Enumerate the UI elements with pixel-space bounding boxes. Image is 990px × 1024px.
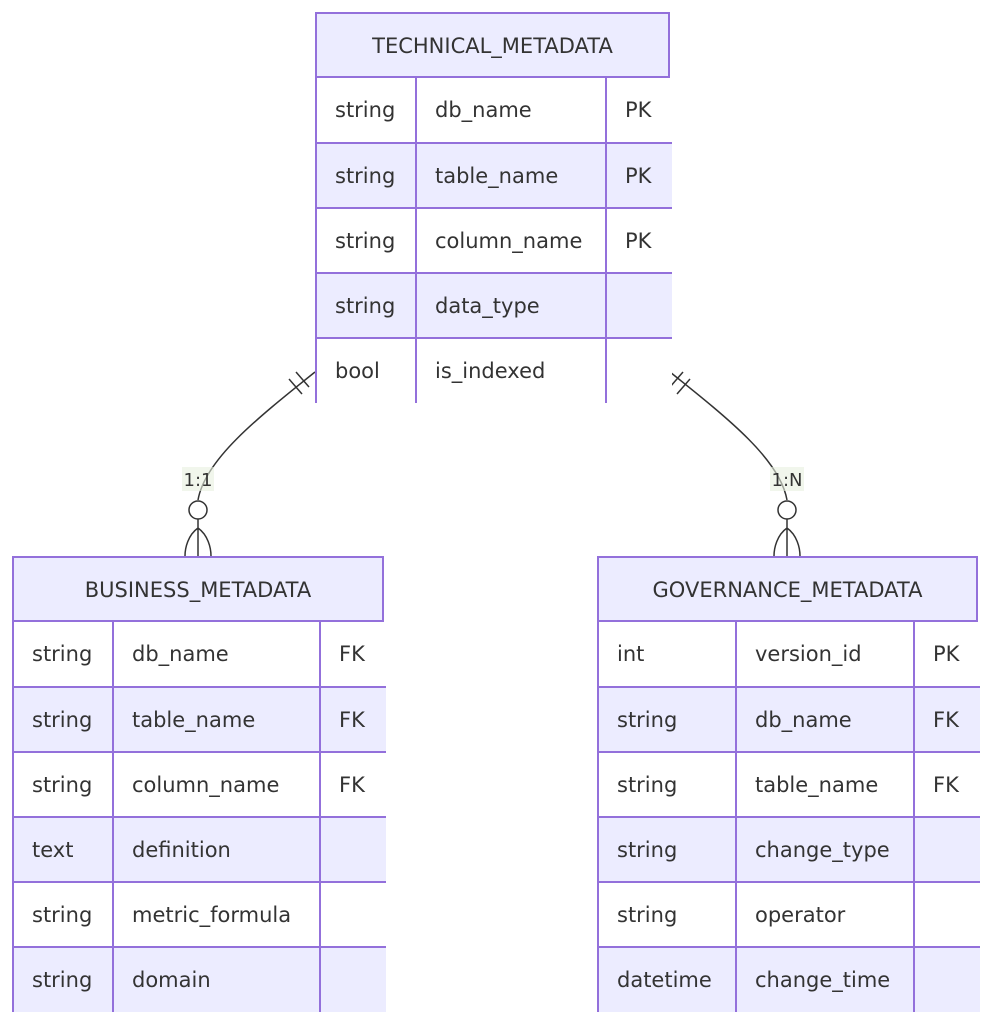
attribute-key	[913, 816, 980, 882]
attribute-name: data_type	[415, 272, 606, 338]
attribute-name: change_type	[735, 816, 914, 882]
attribute-key	[319, 816, 386, 882]
one-marker	[295, 371, 310, 388]
attribute-row: string table_name PK	[317, 142, 672, 208]
attribute-key: PK	[605, 207, 672, 273]
one-marker	[288, 378, 303, 395]
relationship-tech-business: 1:1	[182, 371, 316, 557]
attribute-row: bool is_indexed	[317, 337, 672, 403]
attribute-type: datetime	[599, 946, 736, 1012]
attribute-type: string	[14, 751, 113, 817]
attribute-type: string	[14, 622, 113, 687]
attribute-type: string	[14, 686, 113, 752]
attribute-type: string	[317, 272, 416, 338]
attribute-key: FK	[913, 751, 980, 817]
attribute-name: operator	[735, 881, 914, 947]
one-marker	[669, 371, 684, 388]
attribute-key	[605, 272, 672, 338]
attribute-row: string db_name FK	[599, 686, 980, 752]
attribute-row: string change_type	[599, 816, 980, 882]
attribute-name: column_name	[415, 207, 606, 273]
attribute-type: string	[317, 142, 416, 208]
attribute-name: column_name	[112, 751, 320, 817]
entity-business-metadata[interactable]: BUSINESS_METADATA string db_name FK stri…	[12, 556, 386, 1012]
attribute-row: text definition	[14, 816, 386, 882]
attribute-row: string column_name FK	[14, 751, 386, 817]
attribute-row: datetime change_time	[599, 946, 980, 1012]
attribute-row: string domain	[14, 946, 386, 1012]
entity-title: TECHNICAL_METADATA	[317, 14, 668, 78]
attribute-name: db_name	[735, 686, 914, 752]
attribute-key	[913, 881, 980, 947]
entity-technical-metadata[interactable]: TECHNICAL_METADATA string db_name PK str…	[315, 12, 672, 403]
relationship-label-1to1: 1:1	[184, 470, 213, 491]
entity-governance-metadata[interactable]: GOVERNANCE_METADATA int version_id PK st…	[597, 556, 980, 1012]
attribute-type: bool	[317, 337, 416, 403]
attribute-type: text	[14, 816, 113, 882]
attribute-name: table_name	[415, 142, 606, 208]
attribute-key: PK	[605, 142, 672, 208]
attribute-type: string	[599, 686, 736, 752]
attribute-key	[319, 946, 386, 1012]
attribute-type: string	[599, 881, 736, 947]
attribute-key	[913, 946, 980, 1012]
attribute-row: string metric_formula	[14, 881, 386, 947]
attribute-name: version_id	[735, 622, 914, 687]
attribute-row: string table_name FK	[599, 751, 980, 817]
attribute-key	[605, 337, 672, 403]
attribute-type: string	[317, 207, 416, 273]
attribute-key: PK	[913, 622, 980, 687]
attribute-row: string table_name FK	[14, 686, 386, 752]
attribute-key: FK	[319, 622, 386, 687]
attribute-type: string	[599, 751, 736, 817]
attribute-type: string	[14, 946, 113, 1012]
relationship-tech-governance: 1:N	[669, 371, 804, 557]
entity-title: GOVERNANCE_METADATA	[599, 558, 976, 622]
attribute-key: FK	[913, 686, 980, 752]
attribute-row: string operator	[599, 881, 980, 947]
attribute-row: int version_id PK	[599, 622, 980, 687]
attribute-name: change_time	[735, 946, 914, 1012]
attribute-name: domain	[112, 946, 320, 1012]
attribute-key	[319, 881, 386, 947]
attribute-type: string	[317, 78, 416, 143]
attribute-name: is_indexed	[415, 337, 606, 403]
relationship-label-1toN: 1:N	[772, 470, 803, 491]
attribute-row: string db_name PK	[317, 78, 672, 143]
attribute-name: db_name	[415, 78, 606, 143]
zero-marker	[777, 500, 797, 520]
entity-title: BUSINESS_METADATA	[14, 558, 382, 622]
attribute-type: string	[14, 881, 113, 947]
attribute-key: PK	[605, 78, 672, 143]
attribute-row: string data_type	[317, 272, 672, 338]
attribute-key: FK	[319, 686, 386, 752]
attribute-type: int	[599, 622, 736, 687]
attribute-row: string db_name FK	[14, 622, 386, 687]
attribute-name: definition	[112, 816, 320, 882]
attribute-name: table_name	[735, 751, 914, 817]
attribute-row: string column_name PK	[317, 207, 672, 273]
zero-marker	[188, 500, 208, 520]
many-marker	[773, 519, 801, 557]
attribute-name: metric_formula	[112, 881, 320, 947]
many-marker	[184, 519, 212, 557]
attribute-name: db_name	[112, 622, 320, 687]
one-marker	[676, 378, 691, 395]
attribute-name: table_name	[112, 686, 320, 752]
attribute-key: FK	[319, 751, 386, 817]
attribute-type: string	[599, 816, 736, 882]
